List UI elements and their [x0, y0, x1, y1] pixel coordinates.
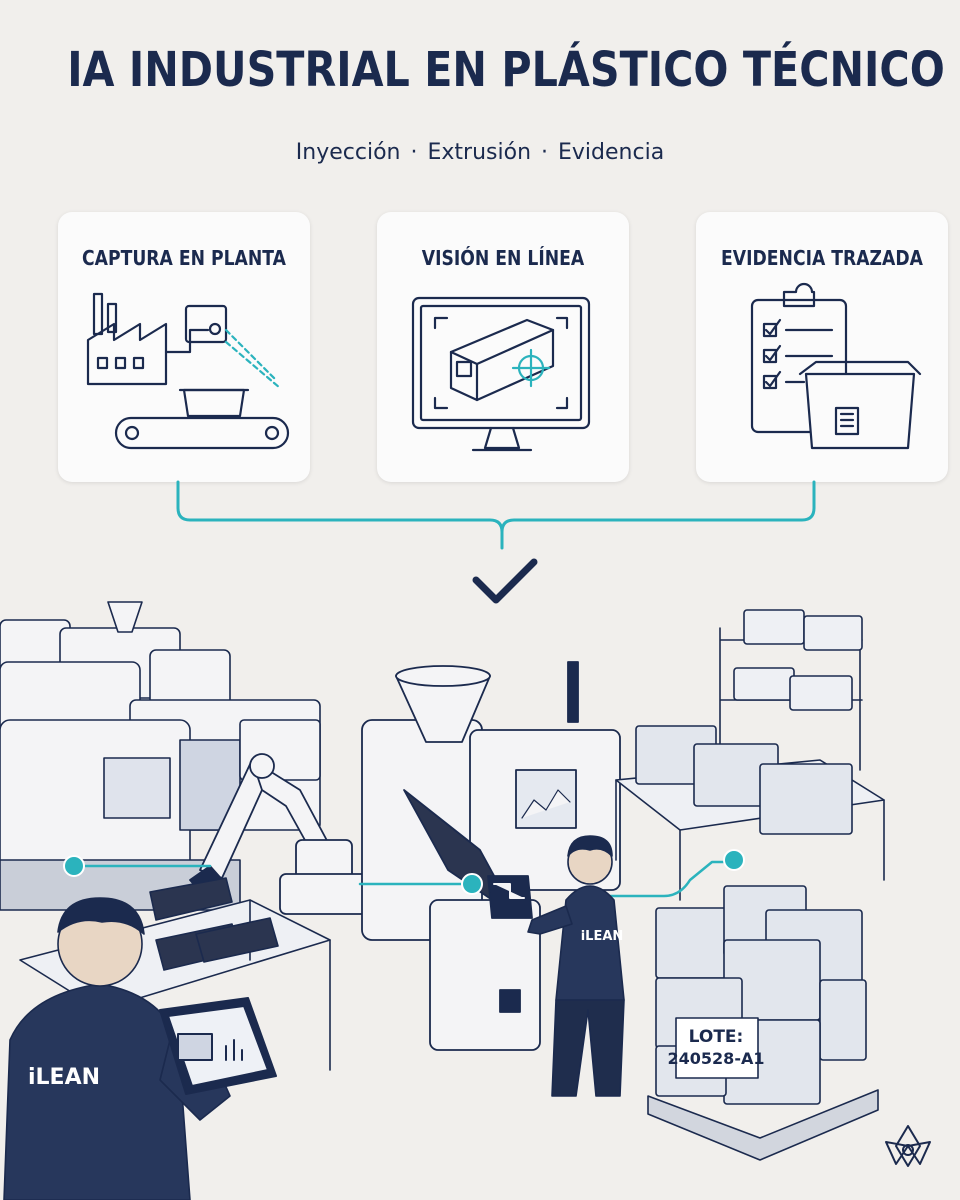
checkmark-icon	[472, 558, 538, 604]
card-evidence: EVIDENCIA TRAZADA	[696, 212, 948, 482]
subtitle-separator: ·	[541, 140, 549, 165]
subtitle-item-extrusion: Extrusión	[427, 140, 532, 165]
connector-lines	[176, 480, 816, 550]
page-title: IA INDUSTRIAL EN PLÁSTICO TÉCNICO	[67, 42, 945, 98]
worker-left	[3, 897, 231, 1200]
lot-label-line2: 240528-A1	[668, 1049, 765, 1068]
lot-label-line1: LOTE:	[689, 1027, 744, 1047]
page-subtitle: Inyección · Extrusión · Evidencia	[0, 140, 960, 165]
card-vision-title: VISIÓN EN LÍNEA	[421, 246, 585, 270]
subtitle-item-evidence: Evidencia	[558, 140, 665, 165]
card-evidence-title: EVIDENCIA TRAZADA	[721, 246, 923, 270]
factory-camera-conveyor-icon	[86, 292, 290, 450]
card-vision: VISIÓN EN LÍNEA	[377, 212, 629, 482]
subtitle-item-injection: Inyección	[295, 140, 401, 165]
worker-right-label: iLEAN	[581, 929, 624, 944]
worker-right	[527, 835, 625, 1097]
monitor-profile-target-icon	[411, 296, 591, 452]
brand-logo-icon	[885, 1125, 931, 1167]
worker-left-label: iLEAN	[28, 1065, 100, 1090]
data-link-lines	[72, 860, 736, 898]
data-node-dots	[63, 849, 745, 895]
subtitle-separator: ·	[410, 140, 418, 165]
card-capture: CAPTURA EN PLANTA	[58, 212, 310, 482]
tablet-icon	[159, 997, 277, 1095]
clipboard-crate-icon	[750, 282, 922, 450]
card-capture-title: CAPTURA EN PLANTA	[82, 246, 286, 270]
